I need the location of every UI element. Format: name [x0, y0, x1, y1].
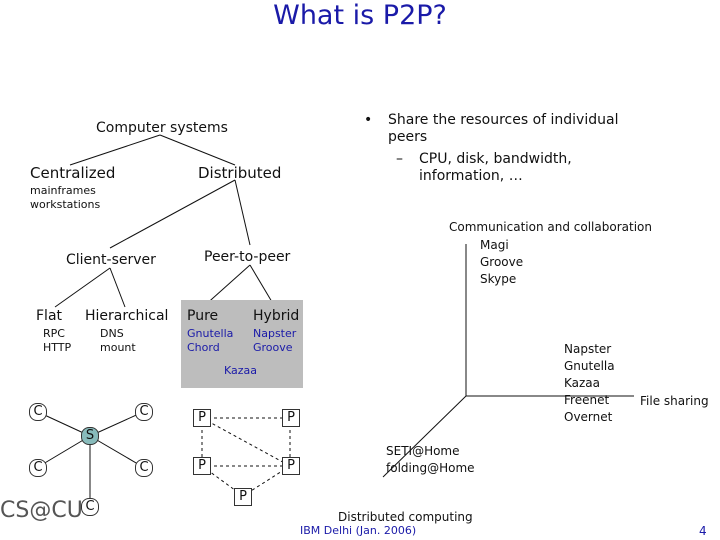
- peer-node: P: [282, 409, 300, 427]
- client-node: C: [29, 403, 47, 421]
- axis-label-distributed-computing: Distributed computing: [338, 510, 473, 524]
- distributed-computing-example-2: folding@Home: [386, 461, 475, 475]
- label-flat: Flat: [36, 308, 63, 324]
- sub-bullet-line-1: CPU, disk, bandwidth,: [419, 151, 572, 167]
- bullet-glyph: •: [364, 112, 373, 128]
- client-node: C: [29, 459, 47, 477]
- communication-example-2: Groove: [480, 255, 524, 269]
- label-distributed: Distributed: [198, 164, 282, 182]
- communication-example-3: Skype: [480, 272, 517, 286]
- label-centralized: Centralized: [30, 164, 116, 182]
- page-number: 4: [699, 524, 707, 538]
- client-node: C: [81, 498, 99, 516]
- peer-to-peer-shaded-region: [181, 300, 303, 388]
- bullet-main-line-1: Share the resources of individual: [388, 112, 619, 128]
- footer-center-text: IBM Delhi (Jan. 2006): [300, 524, 417, 537]
- peer-node: P: [282, 457, 300, 475]
- file-sharing-example-4: Freenet: [564, 393, 610, 407]
- file-sharing-example-3: Kazaa: [564, 376, 601, 390]
- label-hierarchical: Hierarchical: [85, 308, 169, 324]
- pure-example-2: Chord: [187, 341, 220, 354]
- hierarchical-example-1: DNS: [100, 327, 124, 340]
- flat-example-1: RPC: [43, 327, 65, 340]
- client-node: C: [135, 403, 153, 421]
- pure-example-1: Gnutella: [187, 327, 234, 340]
- label-peer-to-peer: Peer-to-peer: [204, 249, 291, 265]
- sub-bullet-line-2: information, …: [419, 168, 523, 184]
- hybrid-example-1: Napster: [253, 327, 297, 340]
- distributed-computing-example-1: SETI@Home: [386, 444, 460, 458]
- flat-example-2: HTTP: [43, 341, 72, 354]
- file-sharing-example-1: Napster: [564, 342, 612, 356]
- file-sharing-example-2: Gnutella: [564, 359, 615, 373]
- hierarchical-example-2: mount: [100, 341, 136, 354]
- hybrid-example-2: Groove: [253, 341, 293, 354]
- mixed-example-kazaa: Kazaa: [224, 364, 258, 377]
- peer-node: P: [234, 488, 252, 506]
- server-node: S: [81, 427, 99, 445]
- axis-label-file-sharing: File sharing: [640, 394, 709, 408]
- label-client-server: Client-server: [66, 252, 156, 268]
- file-sharing-example-5: Overnet: [564, 410, 613, 424]
- centralized-example-1: mainframes: [30, 184, 96, 197]
- label-hybrid: Hybrid: [253, 308, 300, 324]
- peer-node: P: [193, 409, 211, 427]
- label-pure: Pure: [187, 308, 219, 324]
- communication-example-1: Magi: [480, 238, 509, 252]
- centralized-example-2: workstations: [30, 198, 101, 211]
- axis-label-communication: Communication and collaboration: [449, 220, 652, 234]
- label-computer-systems: Computer systems: [96, 120, 228, 136]
- slide-title: What is P2P?: [273, 0, 447, 31]
- sub-bullet-dash: –: [396, 151, 403, 167]
- cs-at-cu-logo: CS@CU: [0, 498, 83, 523]
- bullet-main-line-2: peers: [388, 129, 428, 145]
- peer-node: P: [193, 457, 211, 475]
- client-node: C: [135, 459, 153, 477]
